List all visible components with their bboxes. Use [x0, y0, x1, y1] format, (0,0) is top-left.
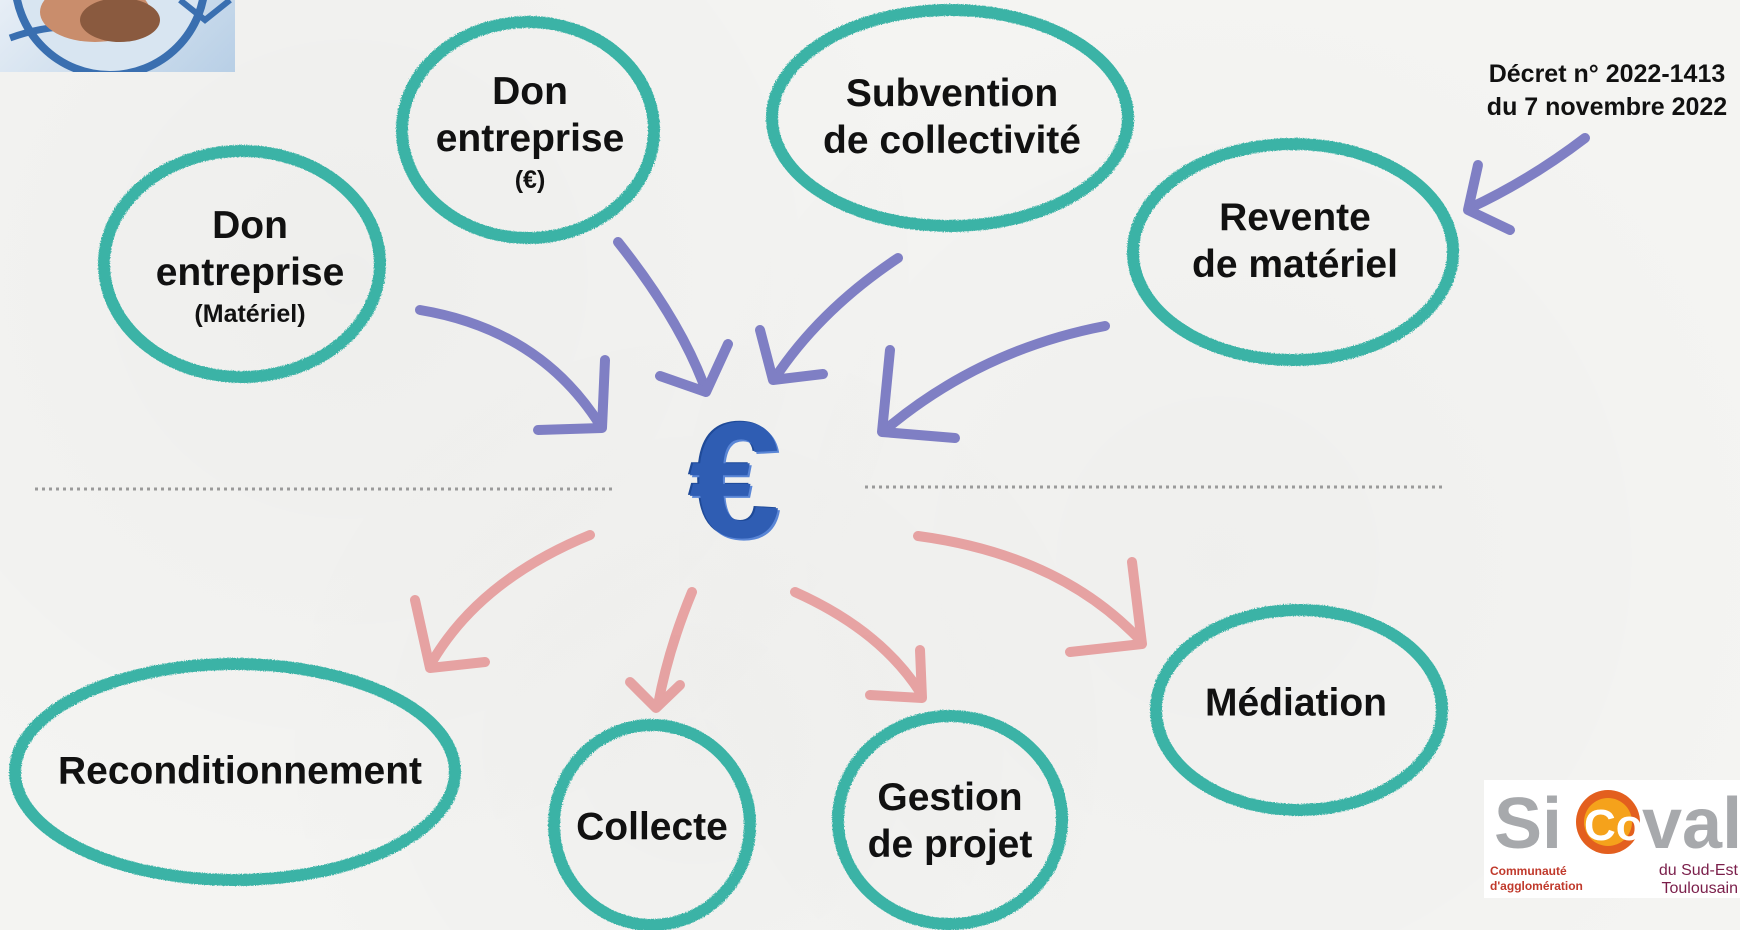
corner-photo — [0, 0, 235, 72]
bubble-collecte — [548, 719, 756, 930]
label-reconditionnement: Reconditionnement — [58, 749, 422, 796]
label-collecte-line1: Collecte — [576, 805, 728, 849]
sicoval-logo: Si Co val Communauté d'agglomération du … — [1484, 780, 1740, 898]
label-subvention: Subvention de collectivité — [823, 71, 1081, 165]
bubble-don-materiel — [98, 145, 386, 383]
bubble-reconditionnement — [9, 658, 461, 886]
logo-val: val — [1642, 784, 1740, 860]
label-revente-line2: de matériel — [1192, 243, 1398, 286]
bubble-mediation — [1150, 604, 1448, 816]
logo-tagline-left-2: d'agglomération — [1490, 879, 1583, 893]
label-collecte: Collecte — [576, 805, 728, 852]
logo-tagline-right-1: du Sud-Est — [1658, 862, 1738, 879]
label-mediation-line1: Médiation — [1205, 681, 1387, 725]
label-revente: Revente de matériel — [1192, 195, 1398, 289]
arrow-out-3 — [790, 587, 927, 703]
logo-tagline-right-2: Toulousain — [1661, 879, 1739, 897]
bubble-revente — [1127, 138, 1459, 366]
label-gestion-line2: de projet — [867, 823, 1033, 866]
arrow-in-2 — [613, 237, 733, 397]
label-subvention-line1: Subvention — [845, 72, 1059, 116]
label-don-materiel-line2: entreprise — [155, 251, 345, 294]
label-revente-line1: Revente — [1219, 196, 1371, 240]
arrow-out-4 — [913, 531, 1147, 657]
label-subvention-line2: de collectivité — [823, 119, 1081, 162]
label-don-materiel-line1: Don — [212, 204, 288, 248]
arrow-in-4 — [877, 321, 1110, 443]
decree-line2: du 7 novembre 2022 — [1486, 92, 1728, 121]
arrow-decree — [1463, 133, 1590, 235]
arrow-in-3 — [755, 253, 903, 385]
logo-co: Co — [1584, 801, 1643, 850]
arrow-in-1 — [415, 305, 610, 435]
label-don-euro-line2: entreprise — [435, 117, 625, 160]
label-gestion-line1: Gestion — [877, 776, 1023, 820]
logo-tagline-right: du Sud-Est Toulousain — [1659, 862, 1738, 897]
logo-si: Si — [1494, 784, 1562, 860]
logo-tagline-left: Communauté d'agglomération — [1490, 864, 1583, 894]
bubble-subvention — [766, 4, 1134, 232]
bubble-don-euro — [396, 16, 660, 244]
label-don-euro: Don entreprise (€) — [436, 69, 625, 195]
label-don-materiel: Don entreprise (Matériel) — [156, 203, 345, 329]
arrow-out-2 — [625, 587, 697, 713]
label-don-euro-line1: Don — [492, 70, 568, 114]
handshake-photo-icon — [8, 0, 232, 72]
bubble-gestion — [832, 710, 1068, 930]
label-mediation: Médiation — [1205, 681, 1387, 728]
label-reconditionnement-line1: Reconditionnement — [57, 749, 423, 793]
label-don-euro-sub: (€) — [514, 165, 546, 194]
logo-tagline-left-1: Communauté — [1490, 864, 1567, 878]
arrow-out-1 — [410, 530, 595, 673]
decree-line1: Décret n° 2022-1413 — [1488, 60, 1726, 88]
label-don-materiel-sub: (Matériel) — [194, 299, 306, 328]
sicoval-wordmark-icon: Si Co val — [1494, 784, 1740, 860]
decree-note: Décret n° 2022-1413 du 7 novembre 2022 — [1476, 58, 1738, 123]
label-gestion: Gestion de projet — [868, 775, 1033, 869]
euro-symbol: € — [689, 388, 781, 572]
